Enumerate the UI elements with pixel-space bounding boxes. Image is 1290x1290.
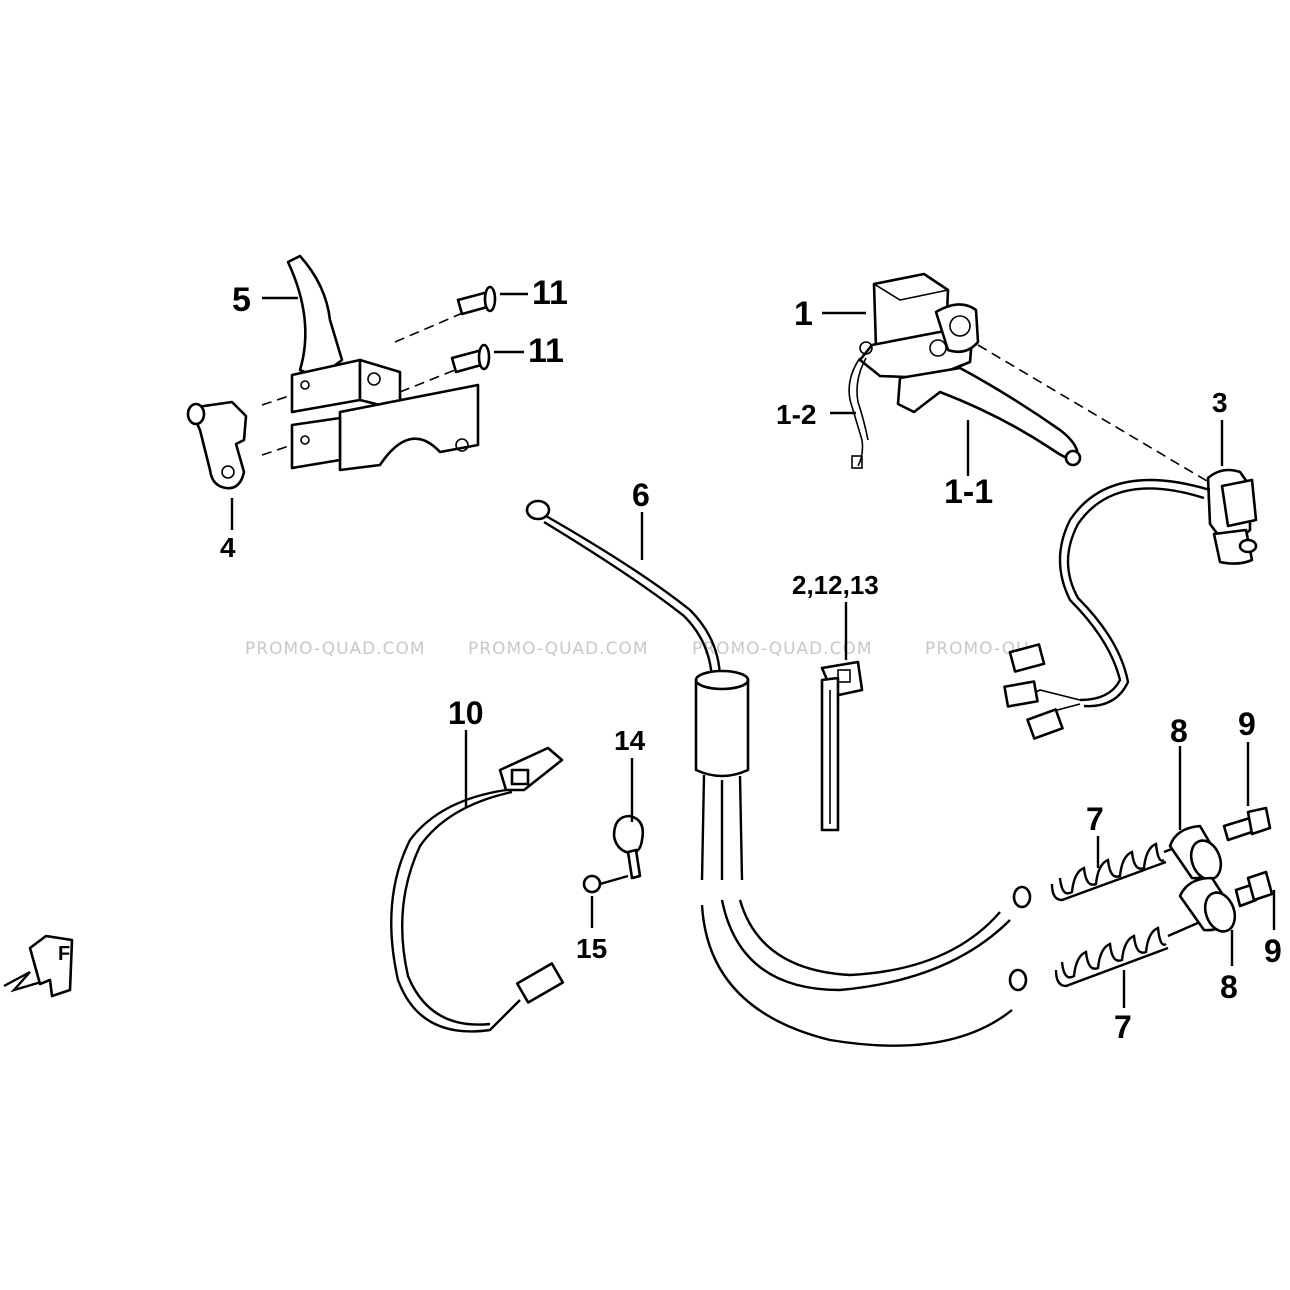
callout-8-lower: 8 [1220,969,1238,1005]
switch-wire-part-10 [390,746,565,1033]
watermark-4: PROMO-QU [925,639,1030,659]
cable-tie-part-2-12-13 [820,660,864,832]
screw-part-15 [582,874,629,894]
lever-bracket-part-5 [261,254,480,472]
callout-3: 3 [1212,387,1228,418]
leader-lines [230,292,1276,1008]
holder-part-4 [186,400,248,490]
watermark-3: PROMO-QUAD.COM [692,639,873,659]
callout-8-upper: 8 [1170,713,1188,749]
callout-2-12-13: 2,12,13 [792,570,879,600]
callout-9-upper: 9 [1238,706,1256,742]
spring-part-7-lower [1054,920,1201,988]
callout-4: 4 [220,532,236,563]
weight-part-8-upper [1168,824,1223,881]
clamp-part-14 [612,814,645,880]
weight-part-8-lower [1178,876,1237,933]
callout-1-1: 1-1 [944,473,993,511]
callout-15: 15 [576,933,607,964]
callout-6: 6 [632,477,650,513]
callout-7-lower: 7 [1114,1009,1132,1045]
spring-part-7-upper [1050,840,1191,902]
callout-11-upper: 11 [532,274,568,312]
bolt-part-9-upper [1222,806,1272,842]
callout-1: 1 [794,295,813,333]
callout-7-upper: 7 [1086,801,1104,837]
bolt-part-11-upper [456,285,497,316]
callout-10: 10 [448,695,484,731]
orientation-letter: F [58,943,70,965]
master-cylinder-part-1 [848,272,1213,485]
switch-assembly-part-3 [1003,468,1258,740]
callout-1-2: 1-2 [776,399,816,430]
bolt-part-9-lower [1234,870,1274,908]
front-orientation-mark: F [3,934,74,998]
watermark-1: PROMO-QUAD.COM [245,639,426,659]
callout-9-lower: 9 [1264,933,1282,969]
cable-part-6 [525,499,1032,1047]
callout-5: 5 [232,281,251,319]
callout-14: 14 [614,725,646,756]
watermark-2: PROMO-QUAD.COM [468,639,649,659]
bolt-part-11-lower [450,343,491,374]
callout-11-lower: 11 [528,332,564,370]
